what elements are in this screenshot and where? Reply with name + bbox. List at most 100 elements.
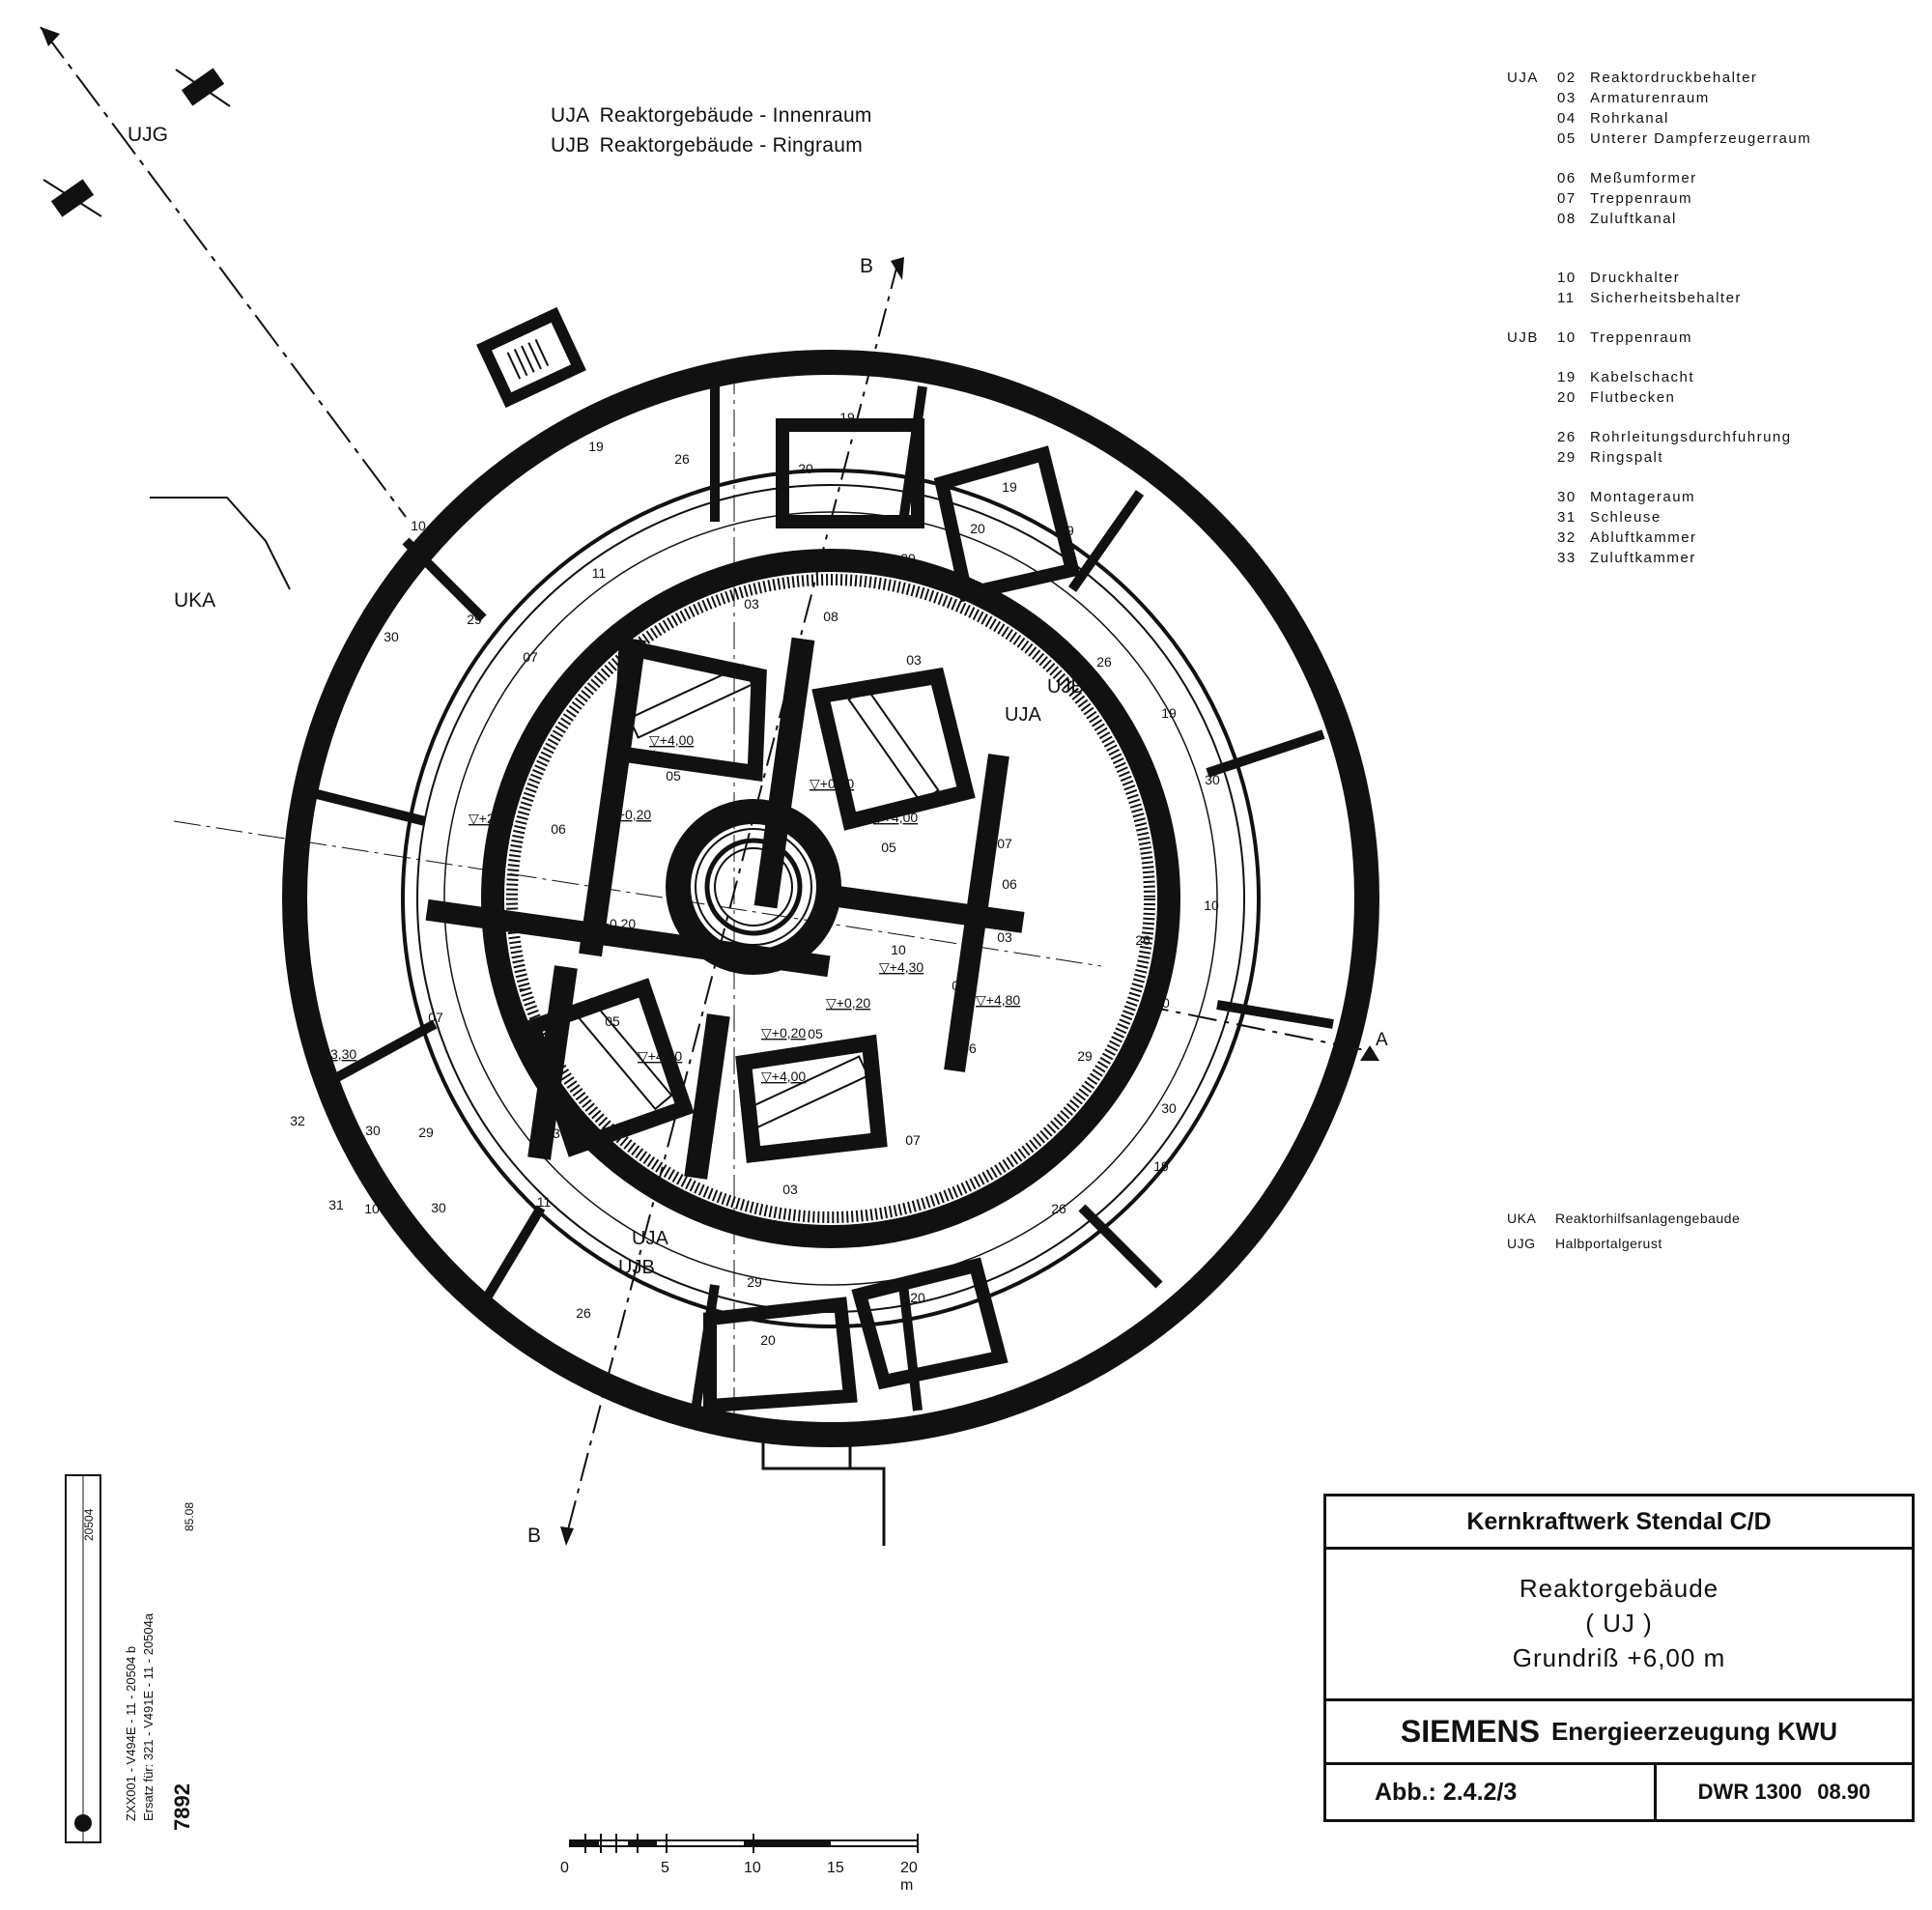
legend-label: Treppenraum	[1590, 190, 1692, 207]
legend-label: Zuluftkanal	[1590, 211, 1677, 227]
legend-label: Meßumformer	[1590, 170, 1697, 186]
legend-code: 06	[1557, 170, 1577, 186]
legend-prefix: UJB	[1507, 329, 1539, 346]
legend-code: 08	[1557, 211, 1577, 227]
elevation-mark: ▽+4,00	[761, 1069, 806, 1084]
room-number: 19	[588, 439, 604, 454]
scale-tick: 20 m	[900, 1860, 918, 1894]
room-number: 07	[428, 1010, 443, 1025]
legend-code: 02	[1557, 70, 1577, 86]
room-number: 29	[900, 551, 916, 566]
bottom-annex	[763, 1428, 886, 1546]
elevation-mark: ▽+0,20	[810, 776, 854, 791]
legend-label: Rohrkanal	[1590, 110, 1669, 127]
room-number: 20	[798, 461, 813, 476]
room-number: 26	[1096, 654, 1112, 670]
room-number: 05	[666, 768, 681, 784]
room-number: 29	[467, 612, 482, 627]
legend-label: Sicherheitsbehalter	[1590, 290, 1742, 306]
room-number: 03	[782, 1182, 798, 1197]
room-number: 06	[961, 1041, 977, 1056]
room-number: 20	[910, 1290, 925, 1305]
room-number: 11	[592, 565, 607, 581]
legend-label: Armaturenraum	[1590, 90, 1710, 106]
legend-label: Ringspalt	[1590, 449, 1664, 466]
elevation-mark: ▽+4,30	[879, 959, 923, 975]
title-block: Kernkraftwerk Stendal C/D Reaktorgebäude…	[1323, 1494, 1915, 1822]
elevation-mark: ▽+2,80	[469, 811, 513, 826]
legend-code: 04	[1557, 110, 1577, 127]
legend-code: 30	[1557, 489, 1577, 505]
elevation-mark: ▽+4,00	[638, 1048, 682, 1064]
level-labels: ▽+4,00▽+2,80▽+0,20▽+0,20▽+4,00▽+0,20▽+3,…	[312, 732, 1020, 1084]
room-number: 26	[576, 1305, 591, 1321]
doc-date: 08.90	[1817, 1780, 1871, 1804]
legend-code: 31	[1557, 509, 1577, 526]
room-number: 02	[763, 880, 779, 896]
section-b-top: B	[860, 255, 873, 277]
label-ujg: UJG	[128, 124, 168, 146]
project-name: Kernkraftwerk Stendal C/D	[1326, 1497, 1912, 1550]
scale-tick: 5	[661, 1860, 669, 1876]
stair-tower	[476, 306, 586, 409]
heading-text: Reaktorgebäude - Ringraum	[599, 134, 864, 157]
room-number: 10	[411, 518, 426, 533]
room-number: 20	[760, 1332, 776, 1348]
flood-pools	[703, 418, 1081, 1413]
legend-code: UJG	[1507, 1236, 1536, 1251]
legend-label: Halbportalgerust	[1555, 1236, 1662, 1251]
room-number: 07	[905, 1132, 921, 1148]
scale-bar	[569, 1834, 919, 1853]
stamp-number: 7892	[170, 1783, 194, 1831]
steel-shell	[443, 511, 1218, 1286]
legend-code: 10	[1557, 270, 1577, 286]
legend-label: Montageraum	[1590, 489, 1696, 505]
room-number: 10	[891, 942, 906, 957]
room-number: 07	[997, 836, 1012, 851]
room-number: 19	[1161, 705, 1177, 721]
room-number: 03	[744, 596, 759, 612]
scale-tick: 10	[744, 1860, 761, 1876]
room-number: 19	[839, 410, 855, 425]
legend-code: 11	[1557, 290, 1576, 306]
legend-label: Kabelschacht	[1590, 369, 1695, 385]
doc-number: DWR 1300	[1697, 1780, 1803, 1804]
uka-outline	[150, 497, 291, 590]
figure-number: Abb.: 2.4.2/3	[1326, 1765, 1657, 1819]
drawing-title-line: Reaktorgebäude	[1519, 1574, 1719, 1603]
elevation-mark: ▽+0,20	[591, 916, 636, 931]
room-number: 19	[897, 418, 913, 434]
room-number: 05	[808, 1026, 823, 1041]
legend-code: UKA	[1507, 1211, 1537, 1226]
label-uja-right: UJA	[1005, 704, 1041, 726]
label-uja-bottom: UJA	[632, 1228, 668, 1249]
rpv-outer	[695, 828, 812, 946]
section-b-bottom: B	[527, 1525, 541, 1547]
legend-code: 05	[1557, 130, 1577, 147]
company-division: Energieerzeugung KWU	[1550, 1717, 1838, 1746]
stamp-line: ZXX001 - V494E - 11 - 20504 b	[124, 1646, 138, 1821]
company: SIEMENS Energieerzeugung KWU	[1326, 1701, 1912, 1765]
room-number: 29	[747, 1274, 762, 1290]
steam-generator-compartments	[523, 638, 976, 1163]
doc-info: DWR 1300 08.90	[1657, 1765, 1912, 1819]
scale-tick: 0	[560, 1860, 569, 1876]
room-number: 03	[545, 1126, 560, 1141]
room-number: 30	[431, 1200, 446, 1215]
room-number: 19	[1002, 479, 1017, 495]
section-line-ujg	[40, 26, 407, 518]
label-ujb-right: UJB	[1047, 676, 1084, 698]
stamp-code: 20504	[82, 1508, 96, 1541]
drawing-title-line: Grundriß +6,00 m	[1512, 1643, 1726, 1672]
room-number: 06	[1002, 876, 1017, 892]
legend-label: Abluftkammer	[1590, 529, 1697, 546]
room-number: 08	[666, 1189, 681, 1205]
room-number: 30	[384, 629, 399, 644]
room-labels: 2620202630102630302620202630303226301010…	[285, 410, 1220, 1386]
drawing-stamp: ZXX001 - V494E - 11 - 20504 b Ersatz für…	[65, 1474, 196, 1843]
room-number: 30	[1205, 772, 1220, 787]
elevation-mark: ▽+3,30	[312, 1046, 356, 1062]
